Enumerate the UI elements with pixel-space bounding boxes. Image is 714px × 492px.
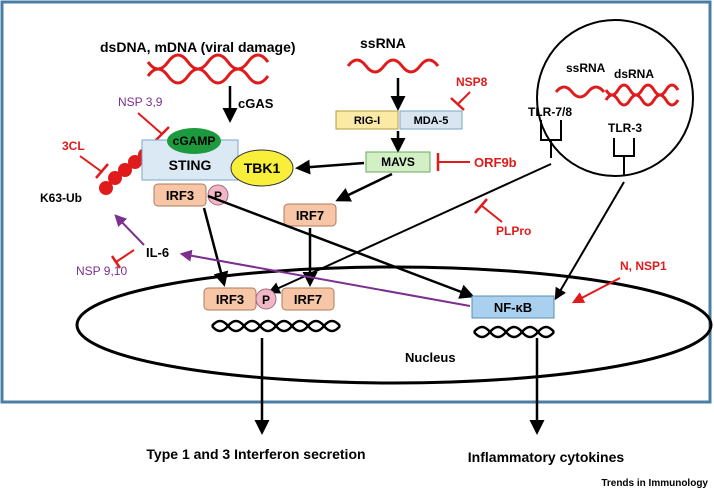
dsdna-helix-strand-2 — [146, 67, 270, 85]
sting-label: STING — [169, 157, 212, 173]
ssrna-tlr-label: ssRNA — [566, 61, 606, 75]
mda5-box — [399, 110, 463, 130]
tlr3-label: TLR-3 — [608, 121, 642, 135]
p-nuc-label: P — [262, 293, 270, 307]
nucleus-label: Nucleus — [405, 350, 456, 365]
k63ub-label: K63-Ub — [40, 191, 82, 205]
tbk1-label: TBK1 — [244, 160, 281, 176]
arrow-irf3-to-nucleus — [202, 207, 229, 287]
cell-frame — [0, 0, 712, 404]
mavs-label: MAVS — [381, 155, 415, 169]
dsrna-helix-strand-2 — [604, 93, 680, 107]
arrow-mavs-to-tbk1 — [295, 159, 365, 175]
nfkb-dna-helix-1 — [473, 325, 555, 339]
rigi-box — [335, 110, 399, 130]
plpro-inhibitor-line — [481, 205, 503, 223]
nfkb-box — [471, 295, 555, 319]
irf7-top-label: IRF7 — [296, 208, 324, 223]
arrow-tlr3-to-nfkb — [554, 181, 625, 301]
mavs-box — [365, 151, 431, 173]
nsp8-inhibitor-bar — [450, 97, 465, 111]
p-top-node — [207, 184, 229, 206]
arrow-nfkb-to-il6 — [179, 249, 471, 307]
tlr3-receptor — [613, 138, 635, 176]
irf3-nuc-label: IRF3 — [216, 292, 244, 307]
nsp8-label: NSP8 — [456, 75, 488, 89]
journal-label: Trends in Immunology — [601, 478, 708, 489]
ssrna-mid-label: ssRNA — [360, 35, 406, 51]
nfkb-label: NF-κB — [494, 300, 532, 315]
tbk1-node — [230, 149, 294, 187]
dsrna-helix-strand-1 — [604, 83, 680, 97]
cgamp-node — [167, 128, 221, 154]
p-top-label: P — [214, 189, 222, 203]
cl3-inhibitor-line — [79, 155, 103, 173]
dsdna-label: dsDNA, mDNA (viral damage) — [100, 39, 296, 55]
il6-label: IL-6 — [146, 245, 169, 260]
nfkb-dna-helix-2 — [473, 325, 555, 339]
tlr78-receptor — [540, 120, 562, 158]
nsp910-label: NSP 9,10 — [76, 264, 127, 278]
endosome-circle — [536, 19, 694, 177]
nsp39-inhibitor-bar — [154, 126, 170, 142]
ssrna-mid-wave — [346, 58, 440, 74]
irf3-top-label: IRF3 — [166, 188, 194, 203]
plpro-inhibitor-bar — [474, 198, 488, 214]
plpro-label: PLPro — [496, 224, 531, 238]
nsp39-label: NSP 3,9 — [118, 95, 163, 109]
mda5-label: MDA-5 — [414, 115, 449, 127]
tlr78-label: TLR-7/8 — [528, 105, 572, 119]
irf3-top-box — [153, 183, 207, 207]
nsp910-inhibitor-line — [115, 249, 135, 263]
ssrna-tlr-wave — [554, 85, 606, 99]
nucleus-ellipse — [75, 265, 713, 385]
nsp910-inhibitor-bar — [110, 255, 122, 269]
nsp8-inhibitor-line — [457, 91, 471, 105]
p-nuc-node — [255, 288, 277, 310]
irf7-nuc-box — [281, 287, 335, 311]
arrow-il6-to-k63ub — [114, 214, 145, 246]
irf7-nuc-label: IRF7 — [294, 292, 322, 307]
nsp39-inhibitor-line — [137, 112, 163, 135]
cgas-label: cGAS — [238, 96, 274, 111]
arrow-tlr78-to-irf3-nucleus — [267, 163, 552, 294]
cytokines-label: Inflammatory cytokines — [468, 449, 625, 465]
arrow-mavs-to-irf7 — [335, 172, 393, 202]
cl3-inhibitor-bar — [95, 163, 109, 179]
arrow-n-nsp1-to-nfkb — [571, 277, 621, 304]
dsrna-tlr-label: dsRNA — [614, 67, 654, 81]
n-nsp1-label: N, NSP1 — [620, 259, 667, 273]
dsdna-helix-strand-1 — [146, 53, 270, 71]
irf-dna-helix-2 — [211, 319, 341, 333]
arrow-irf3-to-nfkb — [207, 194, 475, 299]
orf9b-label: ORF9b — [474, 155, 517, 170]
cgamp-label: cGAMP — [173, 134, 216, 148]
irf7-top-box — [283, 203, 337, 227]
interferon-label: Type 1 and 3 Interferon secretion — [146, 446, 365, 462]
cl3-label: 3CL — [62, 139, 85, 153]
rigi-label: RIG-I — [354, 115, 380, 127]
